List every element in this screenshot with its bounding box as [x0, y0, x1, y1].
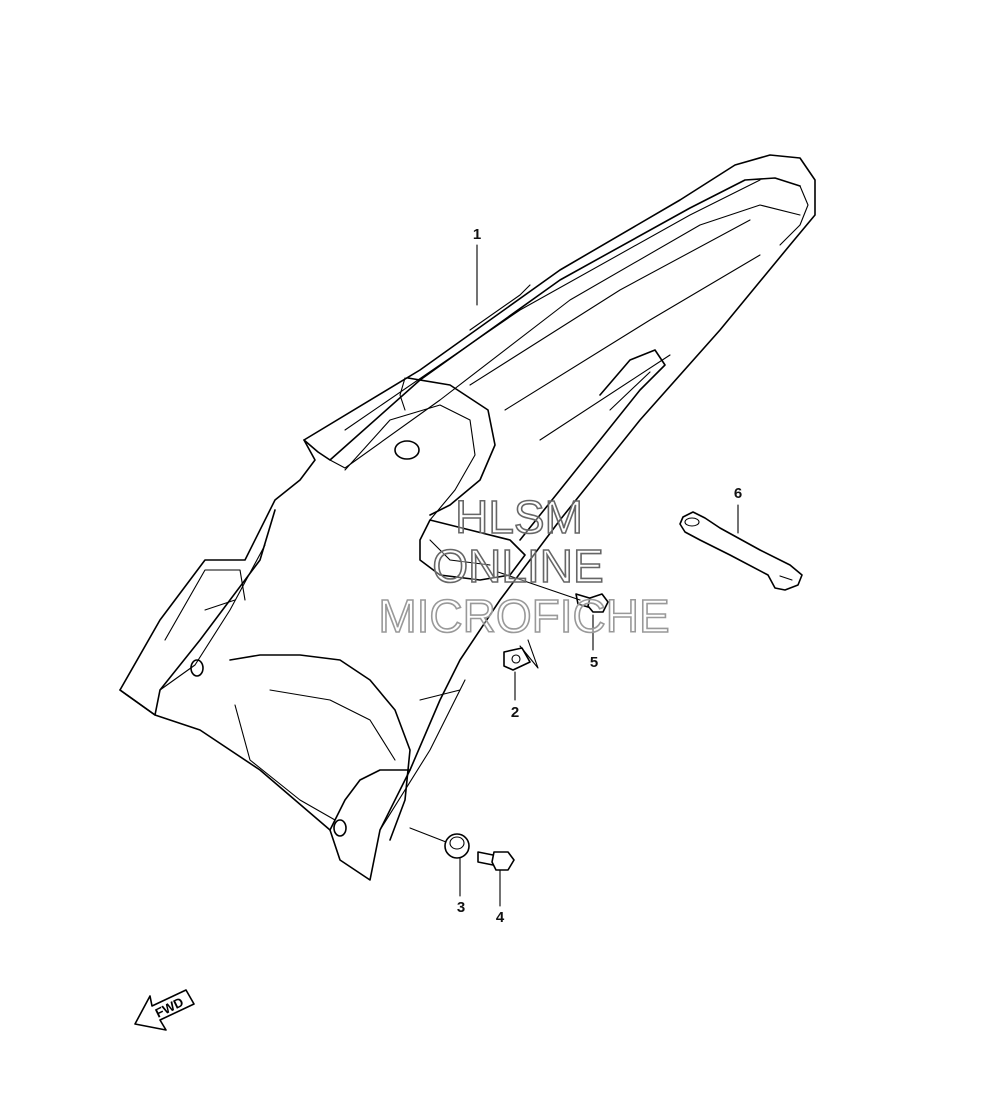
callout-3: 3	[457, 899, 465, 916]
callout-4: 4	[496, 909, 505, 926]
callouts: 1 2 3 4 5 6	[457, 226, 742, 926]
callout-1: 1	[473, 226, 481, 243]
nut-clip-2[interactable]	[503, 647, 531, 671]
fwd-label: FWD	[153, 994, 186, 1020]
watermark-line-2: ONLINE	[432, 540, 603, 592]
fender-strap[interactable]	[679, 511, 803, 591]
callout-5: 5	[590, 654, 598, 671]
callout-6: 6	[734, 485, 742, 502]
bolt-4[interactable]	[477, 851, 515, 871]
fwd-arrow-icon: FWD	[134, 989, 195, 1031]
rear-fender[interactable]	[119, 154, 816, 881]
watermark-line-3: MICROFICHE	[378, 590, 669, 642]
leader-lines	[409, 244, 739, 907]
bolt-5[interactable]	[575, 593, 609, 613]
watermark: HLSM ONLINE MICROFICHE	[378, 490, 671, 643]
watermark-line-1: HLSM	[455, 491, 583, 543]
collar-3[interactable]	[444, 833, 470, 859]
callout-2: 2	[511, 704, 519, 721]
